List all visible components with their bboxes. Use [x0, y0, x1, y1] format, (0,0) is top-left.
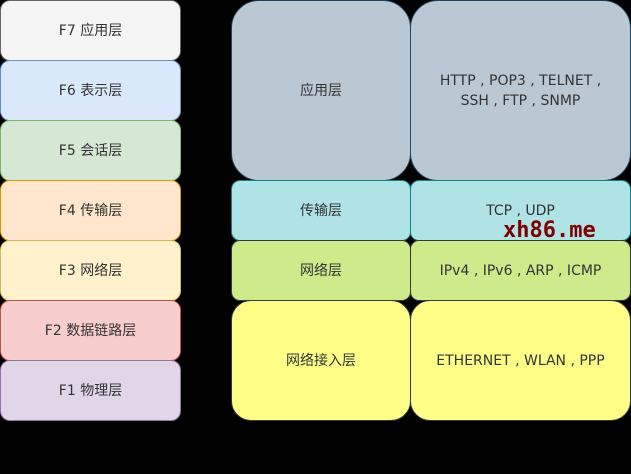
- layer-label: F4 传输层: [58, 202, 123, 219]
- layer-label: F1 物理层: [58, 382, 123, 399]
- protocol-list: ETHERNET , WLAN , PPP: [436, 352, 605, 369]
- watermark-text: xh86.me: [503, 218, 596, 243]
- tcpip-network-access-protocols: ETHERNET , WLAN , PPP: [410, 300, 631, 421]
- protocol-list: HTTP , POP3 , TELNET , SSH , FTP , SNMP: [439, 72, 602, 109]
- osi-layer-7: F7 应用层: [0, 0, 181, 61]
- osi-layer-3: F3 网络层: [0, 240, 181, 301]
- layer-name: 应用层: [300, 82, 342, 99]
- osi-layer-4: F4 传输层: [0, 180, 181, 241]
- tcpip-network-layer: 网络层: [231, 240, 411, 301]
- watermark-logo: xh86.me: [503, 218, 596, 243]
- layer-name: 传输层: [300, 202, 342, 219]
- layer-label: F2 数据链路层: [44, 322, 137, 339]
- layer-name: 网络层: [300, 262, 342, 279]
- tcpip-network-access-layer: 网络接入层: [231, 300, 411, 421]
- tcpip-transport-protocols: TCP , UDP: [410, 180, 631, 241]
- layer-label: F5 会话层: [58, 142, 123, 159]
- protocol-list: TCP , UDP: [486, 203, 555, 219]
- layer-name: 网络接入层: [286, 352, 356, 369]
- protocol-list: IPv4 , IPv6 , ARP , ICMP: [439, 262, 602, 279]
- layer-label: F6 表示层: [58, 82, 123, 99]
- osi-layer-1: F1 物理层: [0, 360, 181, 421]
- tcpip-application-protocols: HTTP , POP3 , TELNET , SSH , FTP , SNMP: [410, 0, 631, 181]
- osi-layer-5: F5 会话层: [0, 120, 181, 181]
- layer-label: F3 网络层: [58, 262, 123, 279]
- layer-label: F7 应用层: [58, 22, 123, 39]
- osi-layer-6: F6 表示层: [0, 60, 181, 121]
- tcpip-transport-layer: 传输层: [231, 180, 411, 241]
- tcpip-application-layer: 应用层: [231, 0, 411, 181]
- tcpip-network-protocols: IPv4 , IPv6 , ARP , ICMP: [410, 240, 631, 301]
- osi-layer-2: F2 数据链路层: [0, 300, 181, 361]
